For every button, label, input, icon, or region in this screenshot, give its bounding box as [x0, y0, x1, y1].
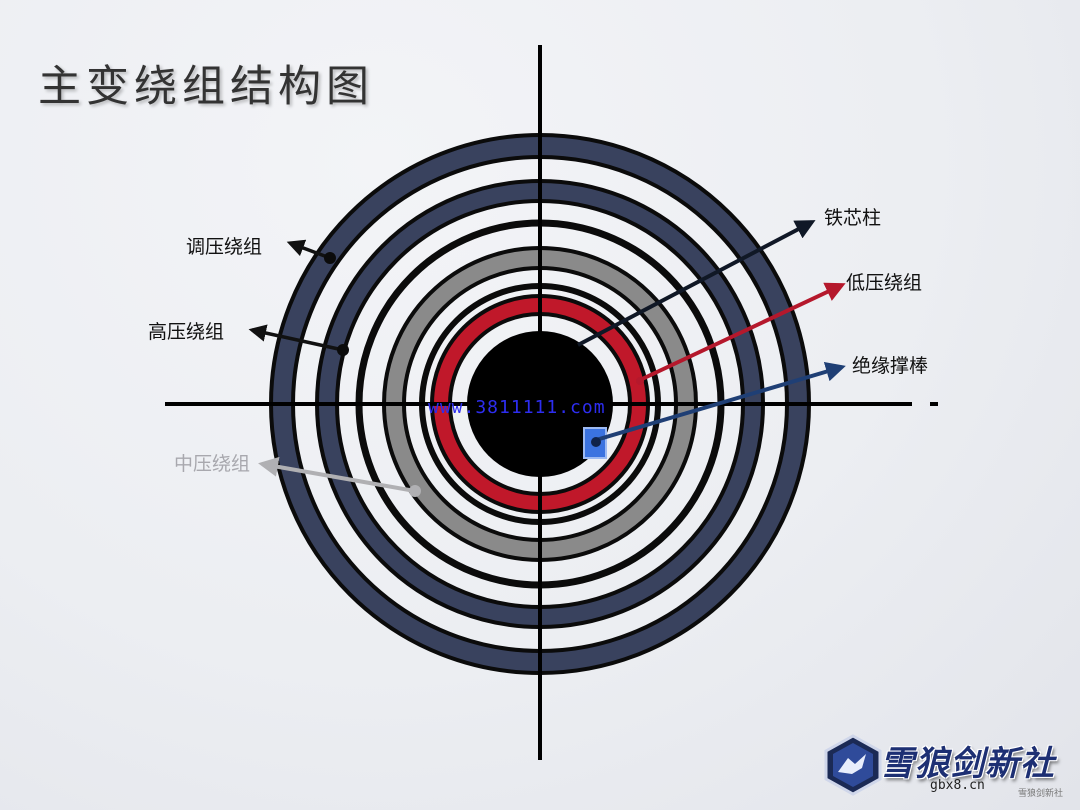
arrow-iron-core — [577, 220, 816, 347]
arrow-regulating — [286, 239, 331, 260]
label-medium-voltage-winding: 中压绕组 — [174, 453, 250, 475]
dot-regulating — [324, 252, 336, 264]
page-title: 主变绕组结构图 — [38, 62, 374, 112]
label-iron-core: 铁芯柱 — [824, 207, 881, 229]
logo-small-text: 雪狼剑新社 — [1018, 789, 1064, 799]
label-low-voltage-winding: 低压绕组 — [846, 272, 922, 294]
label-regulating-winding: 调压绕组 — [186, 236, 262, 258]
label-high-voltage-winding: 高压绕组 — [148, 321, 224, 343]
arrow-low-voltage — [639, 282, 846, 382]
label-insulation-support-rod: 绝缘撑棒 — [852, 355, 928, 377]
arrow-insulation — [595, 361, 846, 442]
logo-url: gbx8.cn — [930, 778, 985, 793]
dot-insulation — [591, 437, 601, 447]
logo-text: 雪狼剑新社 — [880, 744, 1055, 784]
watermark-text: www.3811111.com — [428, 397, 606, 418]
dot-medium-voltage — [409, 485, 421, 497]
dot-high-voltage — [337, 344, 349, 356]
iron-core — [467, 331, 613, 477]
site-logo: 雪狼剑新社 gbx8.cn 雪狼剑新社 — [818, 728, 1080, 810]
arrow-medium-voltage — [258, 456, 416, 493]
dot-low-voltage — [636, 377, 644, 385]
arrow-high-voltage — [248, 324, 344, 352]
wolf-badge-icon — [824, 734, 882, 796]
leader-arrows — [248, 220, 846, 493]
